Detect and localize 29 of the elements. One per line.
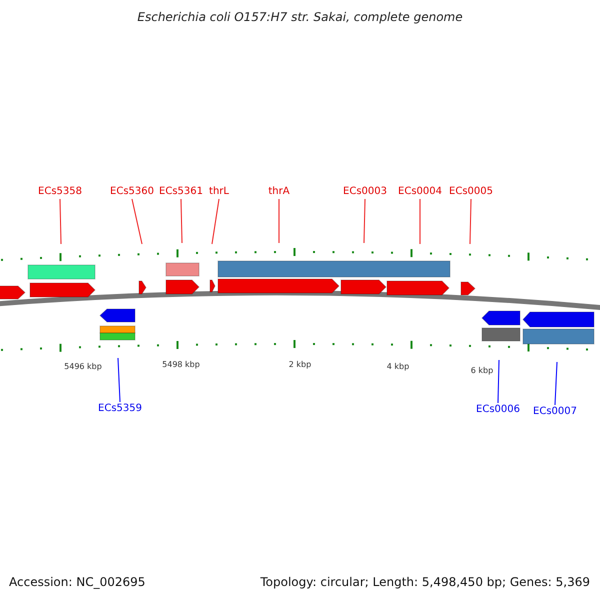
leader-line — [60, 198, 62, 244]
gene-label: ECs0007 — [533, 406, 577, 418]
gene-label: ECs0006 — [476, 404, 520, 416]
gene-label: ECs0003 — [343, 186, 387, 198]
leader-line — [132, 198, 142, 244]
gene-label: ECs5360 — [110, 186, 154, 198]
footer-text: Accession: NC_002695 — [9, 575, 146, 589]
leader-line — [470, 198, 472, 244]
map-title: Escherichia coli O157:H7 str. Sakai, complete genome — [136, 10, 464, 24]
scale-label: 4 kbp — [386, 362, 410, 371]
gene-label: ECs0004 — [398, 186, 442, 198]
gene-label: thrA — [268, 186, 290, 198]
gene-label: ECs5359 — [98, 403, 142, 415]
leader-line — [118, 358, 120, 402]
leader-line — [364, 198, 366, 244]
leader-line — [212, 198, 220, 244]
gene-label: ECs5358 — [38, 186, 82, 198]
scale-label: 6 kbp — [470, 366, 494, 375]
gene-label: ECs5361 — [159, 186, 203, 198]
gene-label: thrL — [209, 186, 229, 198]
leader-line — [554, 362, 558, 406]
leader-line — [278, 198, 280, 244]
footer-text: Topology: circular; Length: 5,498,450 bp; Genes: 5,369 — [260, 575, 590, 589]
scale-label: 5498 kbp — [162, 360, 200, 369]
leader-line — [180, 198, 182, 244]
scale-label: 5496 kbp — [64, 362, 102, 371]
scale-label: 2 kbp — [288, 360, 312, 369]
gene-label: ECs0005 — [449, 186, 493, 198]
leader-line — [498, 360, 500, 404]
